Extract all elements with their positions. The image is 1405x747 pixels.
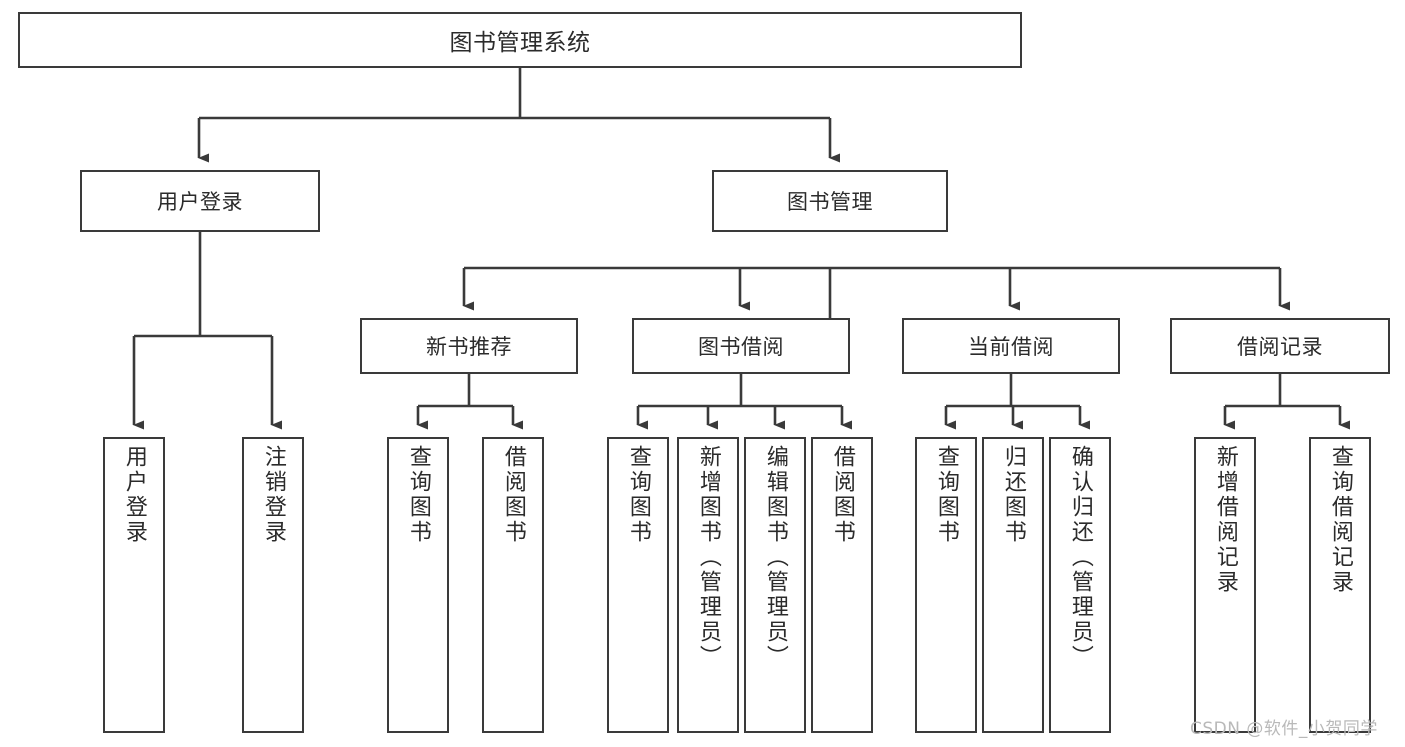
node-book-borrowing[interactable]: 图书借阅 xyxy=(632,318,850,374)
node-label: 借阅图书 xyxy=(500,445,526,545)
node-label: 查询借阅记录 xyxy=(1327,445,1353,595)
node-label: 查询图书 xyxy=(933,445,959,545)
node-label: 用户登录 xyxy=(157,190,243,214)
node-leaf-query-book-2[interactable]: 查询图书 xyxy=(607,437,669,733)
node-leaf-borrow-book-2[interactable]: 借阅图书 xyxy=(811,437,873,733)
node-label: 新书推荐 xyxy=(426,335,512,359)
node-leaf-query-book-3[interactable]: 查询图书 xyxy=(915,437,977,733)
node-leaf-return-book[interactable]: 归还图书 xyxy=(982,437,1044,733)
node-label: 注销登录 xyxy=(260,445,286,545)
node-label: 新增借阅记录 xyxy=(1212,445,1238,595)
node-label: 查询图书 xyxy=(625,445,651,545)
node-leaf-logout[interactable]: 注销登录 xyxy=(242,437,304,733)
node-leaf-add-book-admin[interactable]: 新增图书（管理员） xyxy=(677,437,739,733)
node-user-login[interactable]: 用户登录 xyxy=(80,170,320,232)
node-label: 编辑图书（管理员） xyxy=(762,445,788,670)
node-label: 借阅记录 xyxy=(1237,335,1323,359)
node-label: 新增图书（管理员） xyxy=(695,445,721,670)
node-leaf-add-borrow-record[interactable]: 新增借阅记录 xyxy=(1194,437,1256,733)
node-book-management[interactable]: 图书管理 xyxy=(712,170,948,232)
node-label: 图书管理系统 xyxy=(449,30,591,56)
node-leaf-borrow-book-1[interactable]: 借阅图书 xyxy=(482,437,544,733)
node-label: 图书借阅 xyxy=(698,335,784,359)
node-root-book-management-system[interactable]: 图书管理系统 xyxy=(18,12,1022,68)
node-new-book-recommendation[interactable]: 新书推荐 xyxy=(360,318,578,374)
node-label: 确认归还（管理员） xyxy=(1067,445,1093,670)
node-borrowing-record[interactable]: 借阅记录 xyxy=(1170,318,1390,374)
node-label: 借阅图书 xyxy=(829,445,855,545)
watermark-csdn: CSDN @软件_小贺同学 xyxy=(1190,719,1378,739)
node-label: 当前借阅 xyxy=(968,335,1054,359)
node-leaf-query-borrow-record[interactable]: 查询借阅记录 xyxy=(1309,437,1371,733)
node-leaf-user-login[interactable]: 用户登录 xyxy=(103,437,165,733)
node-leaf-query-book-1[interactable]: 查询图书 xyxy=(387,437,449,733)
node-label: 用户登录 xyxy=(121,445,147,545)
node-leaf-edit-book-admin[interactable]: 编辑图书（管理员） xyxy=(744,437,806,733)
node-label: 归还图书 xyxy=(1000,445,1026,545)
node-current-borrowing[interactable]: 当前借阅 xyxy=(902,318,1120,374)
node-label: 查询图书 xyxy=(405,445,431,545)
node-label: 图书管理 xyxy=(787,190,873,214)
node-leaf-confirm-return-admin[interactable]: 确认归还（管理员） xyxy=(1049,437,1111,733)
